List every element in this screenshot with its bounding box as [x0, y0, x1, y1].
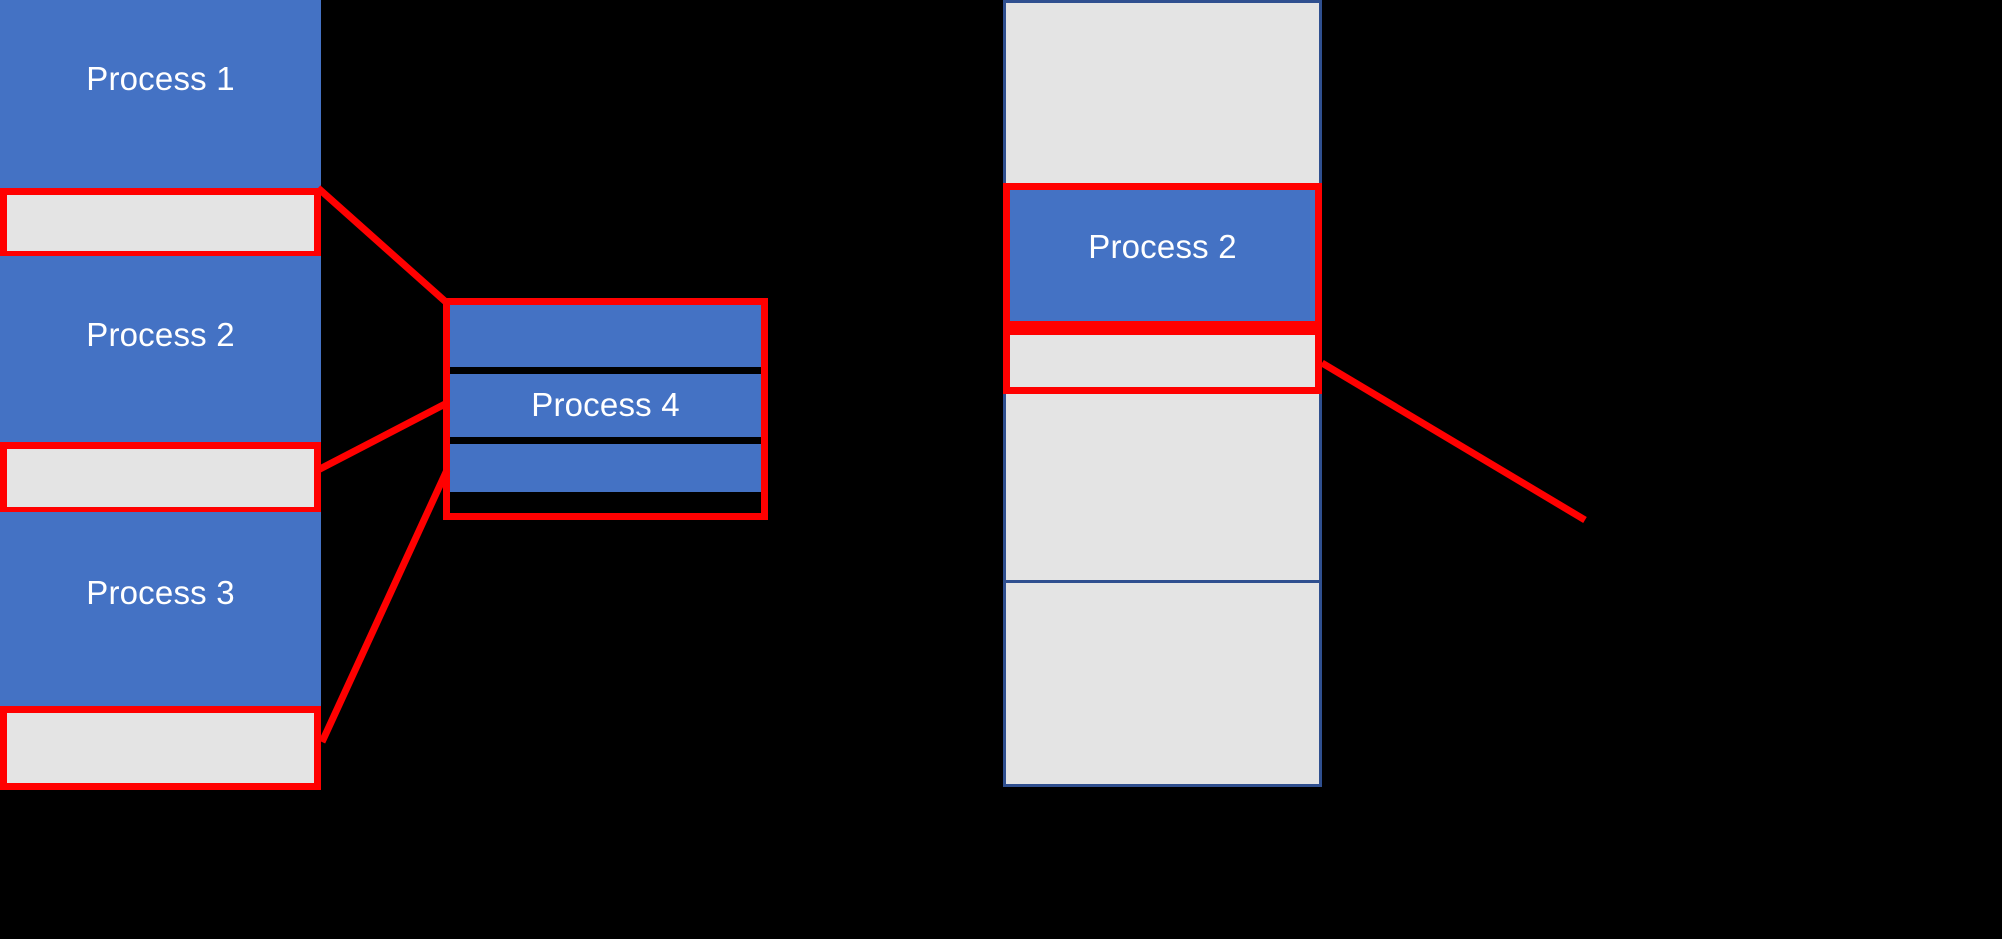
connector-right-hole-to-free-space: [1320, 359, 1587, 524]
combined-segment-2-process-4: Process 4: [450, 374, 761, 437]
right-column-divider: [1006, 580, 1319, 583]
combined-hole-block: Process 4: [443, 298, 768, 520]
left-block-process-1: Process 1: [0, 0, 321, 190]
left-block-process-2-label: Process 2: [86, 316, 235, 353]
left-hole-3: [0, 706, 321, 790]
right-hole-highlighted: [1003, 328, 1322, 394]
combined-segment-3: [450, 444, 761, 492]
left-block-process-3-label: Process 3: [86, 574, 235, 611]
left-block-process-2: Process 2: [0, 256, 321, 444]
left-hole-1: [0, 188, 321, 258]
left-hole-2: [0, 442, 321, 514]
right-block-process-2: Process 2: [1003, 183, 1322, 328]
connector-hole-1-to-process-4-top: [315, 185, 450, 306]
combined-block-label: Process 4: [531, 386, 680, 423]
right-block-process-2-label: Process 2: [1088, 228, 1237, 265]
combined-segment-4-black-band: [450, 492, 761, 513]
left-block-process-3: Process 3: [0, 512, 321, 708]
connector-hole-2-to-process-4-mid: [316, 399, 449, 474]
left-block-process-1-label: Process 1: [86, 60, 235, 97]
combined-segment-1: [450, 305, 761, 367]
connector-hole-3-to-process-4-bottom: [318, 468, 451, 744]
